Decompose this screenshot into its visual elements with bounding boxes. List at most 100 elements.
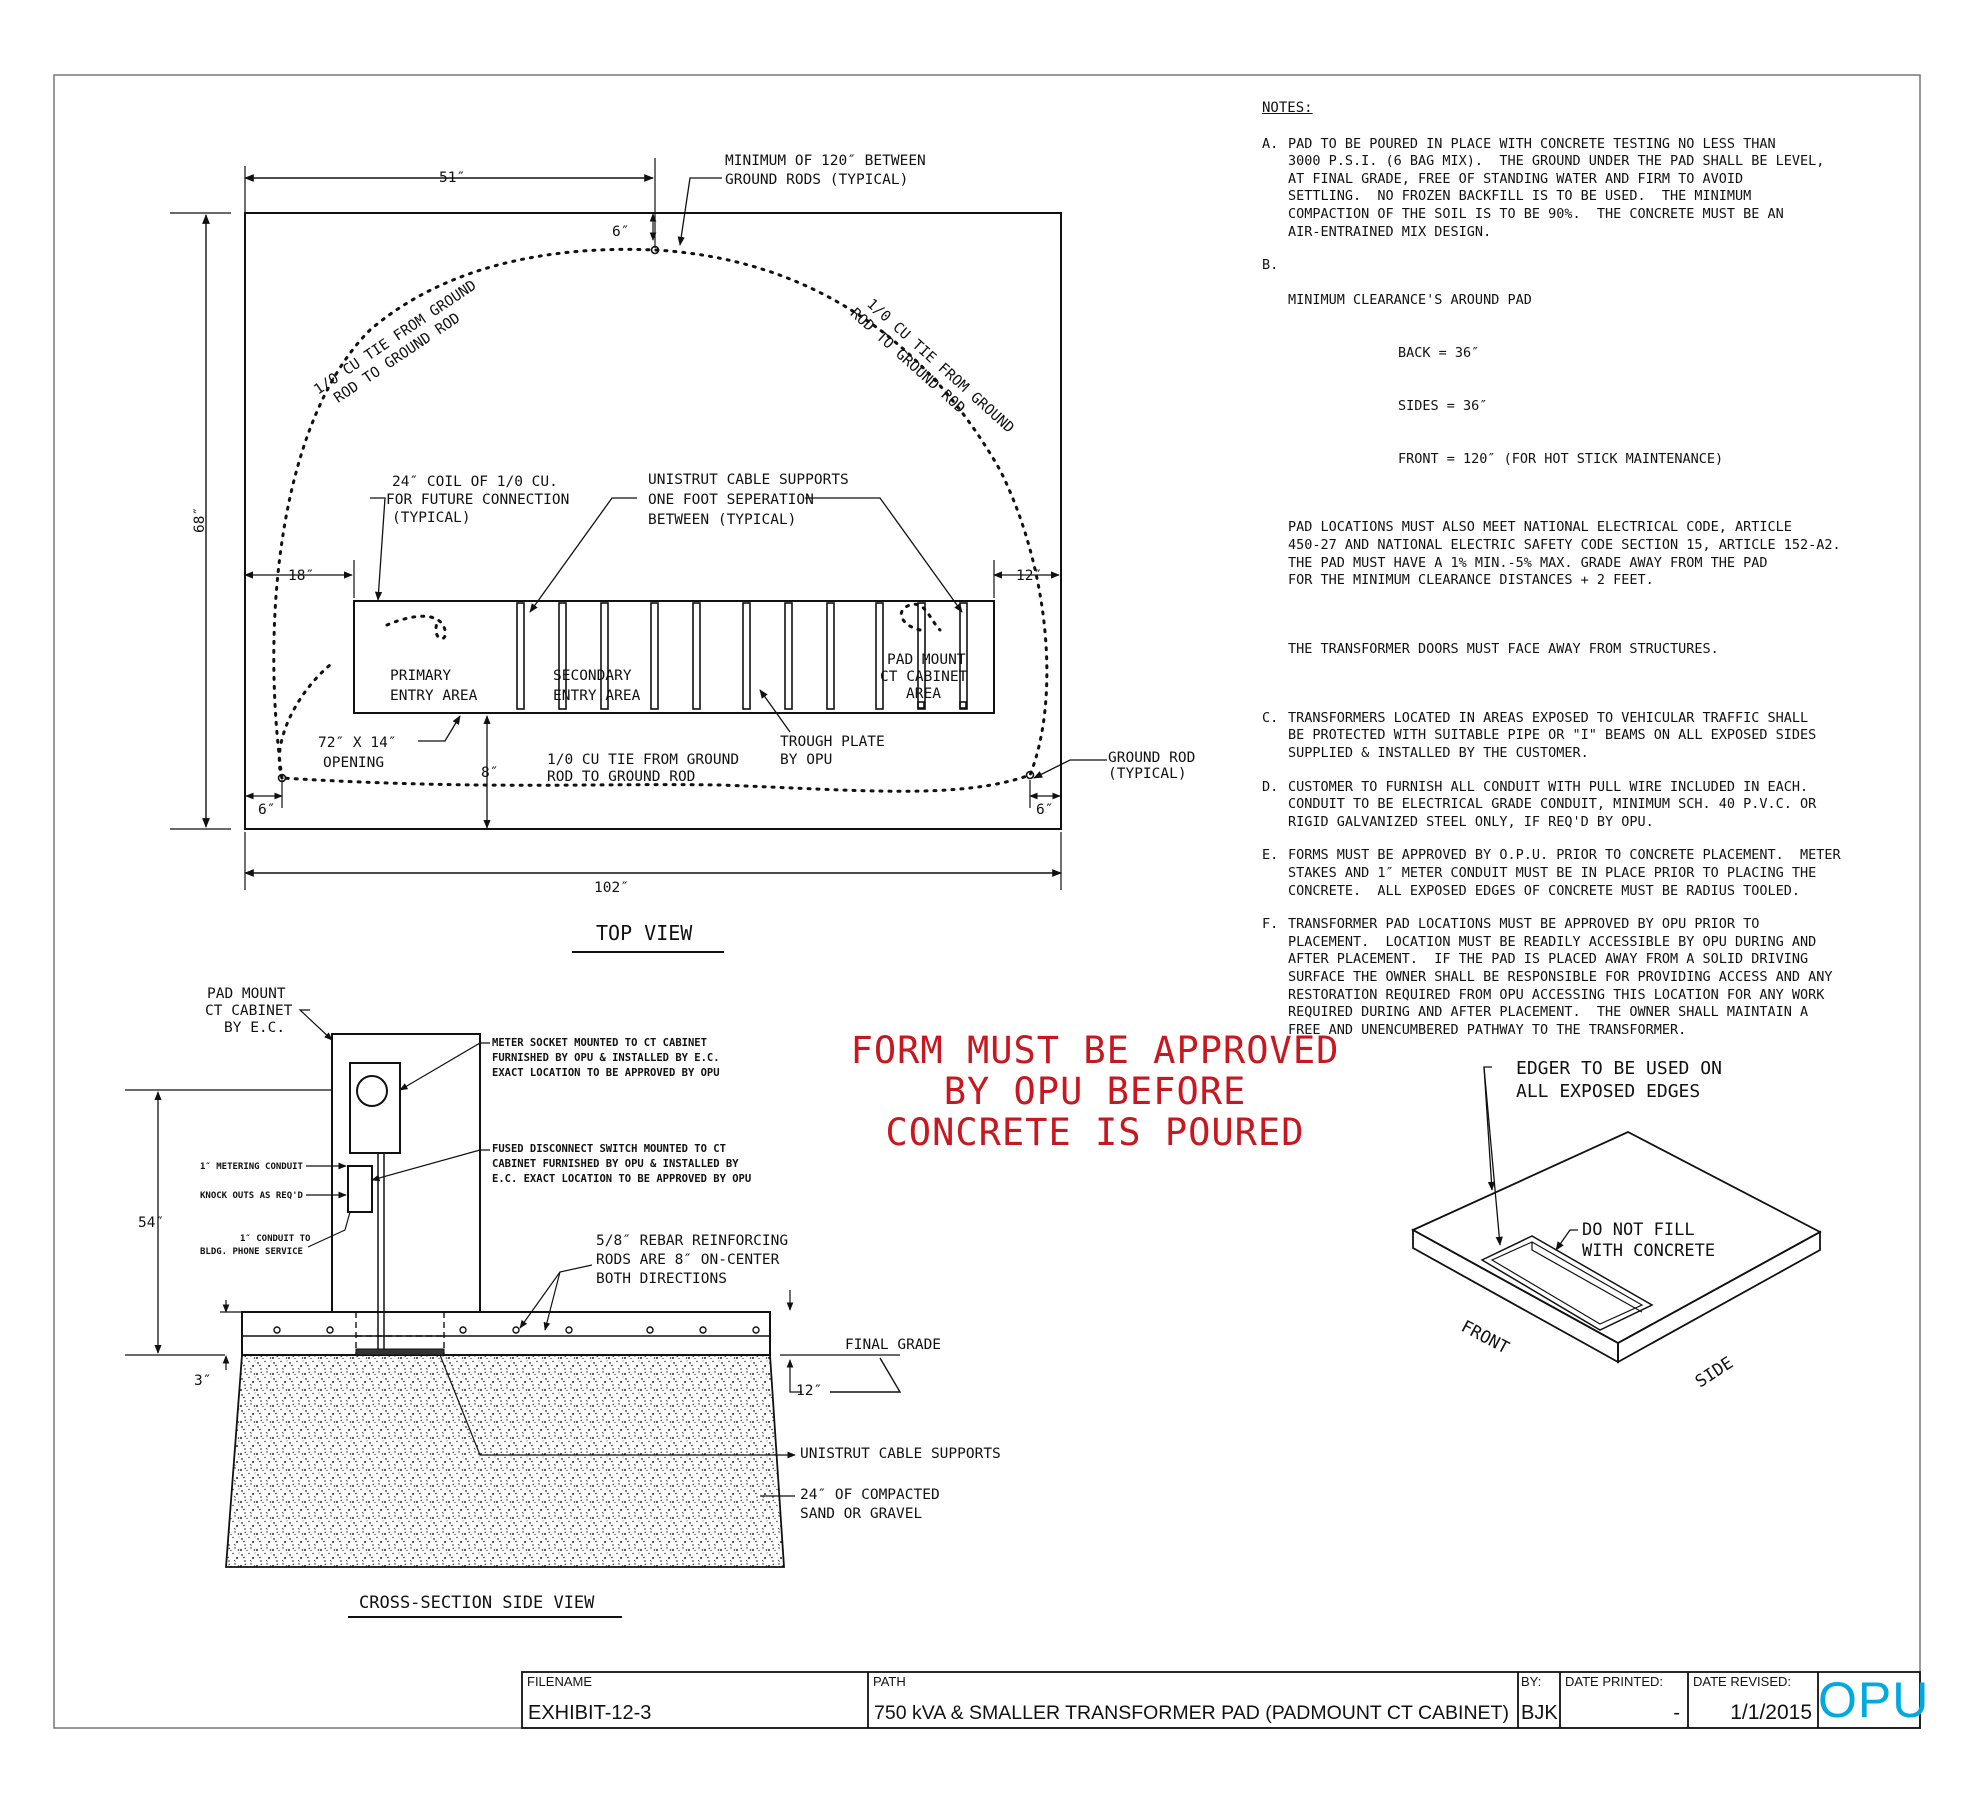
knockouts: KNOCK OUTS AS REQ'D <box>200 1191 304 1201</box>
note-b-para2: THE TRANSFORMER DOORS MUST FACE AWAY FRO… <box>1288 641 1719 658</box>
dim-3: 3″ <box>194 1373 211 1389</box>
ground-rod-2: (TYPICAL) <box>1108 766 1187 782</box>
dim-6-top: 6″ <box>612 224 629 240</box>
iso-opening <box>1480 1235 1654 1331</box>
ct-area-1: PAD MOUNT <box>887 652 966 668</box>
conduit-dashed <box>355 1312 445 1355</box>
dim-6-br: 6″ <box>1036 802 1053 818</box>
edger-1: EDGER TO BE USED ON <box>1516 1058 1722 1079</box>
dim-12: 12″ <box>1016 568 1042 584</box>
stamp-line-2: BY OPU BEFORE <box>943 1070 1247 1113</box>
primary-2: ENTRY AREA <box>390 688 478 704</box>
rebar-3: BOTH DIRECTIONS <box>596 1271 727 1287</box>
note-letter: D. <box>1262 778 1279 795</box>
front-label: FRONT <box>1458 1317 1513 1359</box>
top-view-text: 51″ 6″ 68″ 18″ 12″ 6″ 6″ 8″ 102″ TOP VIE… <box>192 153 1195 945</box>
tb-filename: FILENAME EXHIBIT-12-3 <box>522 1672 868 1728</box>
tb-by-label: BY: <box>1521 1674 1542 1689</box>
ground-loop <box>272 247 1049 793</box>
secondary-2: ENTRY AREA <box>553 688 641 704</box>
compacted-base <box>225 1354 785 1568</box>
note-e: E. FORMS MUST BE APPROVED BY O.P.U. PRIO… <box>1262 847 1922 900</box>
title-block <box>521 1671 1921 1729</box>
tb-by-value: BJK <box>1521 1702 1558 1724</box>
approval-stamp: FORM MUST BE APPROVED BY OPU BEFORE CONC… <box>850 1030 1340 1153</box>
unistrut-3: BETWEEN (TYPICAL) <box>648 512 796 528</box>
cross-section-title: CROSS-SECTION SIDE VIEW <box>359 1593 595 1613</box>
unistrut-supports <box>516 602 968 710</box>
stamp-line-3: CONCRETE IS POURED <box>885 1111 1305 1154</box>
phone-conduit-1: 1″ CONDUIT TO <box>240 1234 311 1244</box>
tb-printed: DATE PRINTED: - <box>1560 1672 1688 1728</box>
note-f: F. TRANSFORMER PAD LOCATIONS MUST BE APP… <box>1262 916 1922 1039</box>
clearance-sides: SIDES = 36″ <box>1398 397 1488 414</box>
ct-area-3: AREA <box>906 686 941 702</box>
meter-socket <box>349 1062 401 1154</box>
cabinet-1: PAD MOUNT <box>207 986 286 1002</box>
tie-left-1: 1/0 CU TIE FROM GROUND <box>311 278 479 399</box>
disconnect-switch <box>347 1165 373 1213</box>
dim-51: 51″ <box>439 170 465 186</box>
dim-68: 68″ <box>192 507 208 533</box>
min-rods-2: GROUND RODS (TYPICAL) <box>725 172 908 188</box>
dim-102: 102″ <box>594 880 629 896</box>
unistrut-2: ONE FOOT SEPERATION <box>648 492 814 508</box>
rebar-1: 5/8″ REBAR REINFORCING <box>596 1233 788 1249</box>
tb-printed-value: - <box>1673 1702 1680 1724</box>
opu-logo: OPU <box>1818 1672 1930 1728</box>
top-view <box>170 158 1107 953</box>
edger-2: ALL EXPOSED EDGES <box>1516 1081 1700 1102</box>
min-rods-1: MINIMUM OF 120″ BETWEEN <box>725 153 926 169</box>
final-grade: FINAL GRADE <box>845 1337 941 1353</box>
note-a: A. PAD TO BE POURED IN PLACE WITH CONCRE… <box>1262 136 1922 242</box>
notes-panel: NOTES: A. PAD TO BE POURED IN PLACE WITH… <box>1262 100 1922 1038</box>
meter-socket-3: EXACT LOCATION TO BE APPROVED BY OPU <box>492 1067 720 1079</box>
disconnect-1: FUSED DISCONNECT SWITCH MOUNTED TO CT <box>492 1143 726 1155</box>
secondary-1: SECONDARY <box>553 668 632 684</box>
tie-bottom-2: ROD TO GROUND ROD <box>547 769 695 785</box>
cross-section <box>125 1009 902 1618</box>
no-fill-2: WITH CONCRETE <box>1582 1241 1715 1261</box>
no-fill-1: DO NOT FILL <box>1582 1220 1695 1240</box>
tie-right-2: ROD TO GROUND ROD <box>847 305 968 416</box>
coil-left <box>385 614 447 641</box>
opening-2: OPENING <box>323 755 384 771</box>
tb-revised: DATE REVISED: 1/1/2015 <box>1688 1672 1818 1728</box>
meter-glass <box>356 1075 388 1107</box>
dim-8: 8″ <box>481 765 498 781</box>
note-text: TRANSFORMER PAD LOCATIONS MUST BE APPROV… <box>1288 916 1833 1038</box>
metering-conduit: 1″ METERING CONDUIT <box>200 1162 304 1172</box>
sand-1: 24″ OF COMPACTED <box>800 1487 940 1503</box>
stamp-line-1: FORM MUST BE APPROVED <box>850 1029 1340 1072</box>
clearance-back: BACK = 36″ <box>1398 345 1480 362</box>
note-letter: E. <box>1262 847 1279 864</box>
tb-revised-label: DATE REVISED: <box>1693 1674 1792 1689</box>
coil-2: FOR FUTURE CONNECTION <box>386 492 569 508</box>
note-text: MINIMUM CLEARANCE'S AROUND PAD <box>1288 292 1532 309</box>
dim-6-bl: 6″ <box>258 802 275 818</box>
dim-54: 54″ <box>138 1215 164 1231</box>
coil-right <box>899 602 942 632</box>
rebar-dots <box>273 1326 760 1334</box>
cabinet-2: CT CABINET <box>205 1003 293 1019</box>
edger-iso <box>1410 1066 1822 1364</box>
note-text: FORMS MUST BE APPROVED BY O.P.U. PRIOR T… <box>1288 847 1841 899</box>
note-letter: F. <box>1262 916 1279 933</box>
tb-revised-value: 1/1/2015 <box>1730 1701 1812 1724</box>
tie-bottom-1: 1/0 CU TIE FROM GROUND <box>547 752 739 768</box>
top-view-title: TOP VIEW <box>596 921 693 945</box>
disconnect-3: E.C. EXACT LOCATION TO BE APPROVED BY OP… <box>492 1173 751 1185</box>
trough-plate-section <box>355 1348 445 1356</box>
side-label: SIDE <box>1692 1353 1737 1392</box>
note-b-para1: PAD LOCATIONS MUST ALSO MEET NATIONAL EL… <box>1288 519 1841 589</box>
sand-2: SAND OR GRAVEL <box>800 1506 922 1522</box>
meter-socket-2: FURNISHED BY OPU & INSTALLED BY E.C. <box>492 1052 720 1064</box>
note-d: D. CUSTOMER TO FURNISH ALL CONDUIT WITH … <box>1262 779 1922 832</box>
tb-path-value: 750 kVA & SMALLER TRANSFORMER PAD (PADMO… <box>874 1702 1509 1724</box>
note-text: CUSTOMER TO FURNISH ALL CONDUIT WITH PUL… <box>1288 778 1817 830</box>
ct-area-2: CT CABINET <box>880 669 968 685</box>
notes-title: NOTES: <box>1262 100 1313 116</box>
pad-outline <box>244 212 1062 830</box>
clearance-front: FRONT = 120″ (FOR HOT STICK MAINTENANCE) <box>1398 450 1724 467</box>
